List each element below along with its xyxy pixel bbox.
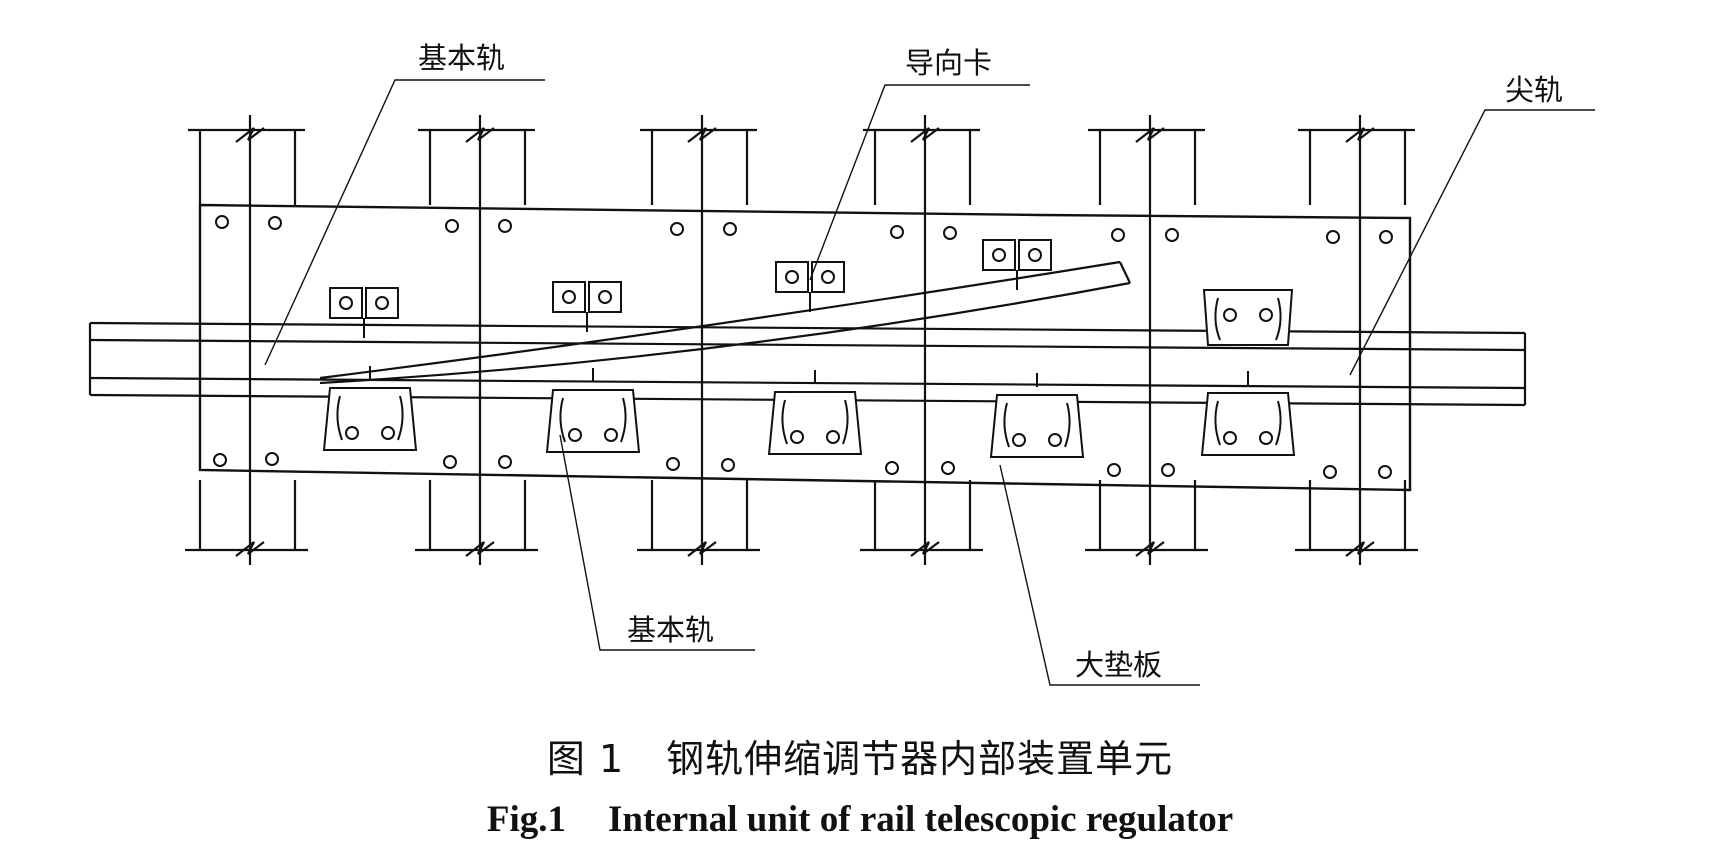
pad-bolts bbox=[213, 215, 1393, 479]
leader-lines bbox=[264, 79, 1595, 686]
bolt bbox=[1323, 465, 1337, 479]
label-base-rail-top: 基本轨 bbox=[418, 41, 505, 75]
guide-clip bbox=[775, 261, 845, 312]
label-base-rail-bottom: 基本轨 bbox=[627, 613, 714, 647]
rail-clip-block bbox=[322, 366, 418, 451]
bolt bbox=[890, 225, 904, 239]
bolt bbox=[268, 216, 282, 230]
rail-clip-block bbox=[767, 370, 863, 455]
bolt bbox=[498, 455, 512, 469]
label-large-pad: 大垫板 bbox=[1075, 648, 1162, 682]
bolt bbox=[1161, 463, 1175, 477]
bolt bbox=[1111, 228, 1125, 242]
bolt bbox=[885, 461, 899, 475]
bolt bbox=[1326, 230, 1340, 244]
caption-cn-number: 图 1 bbox=[546, 737, 625, 781]
bolt bbox=[1379, 230, 1393, 244]
bolt bbox=[723, 222, 737, 236]
bolt bbox=[943, 226, 957, 240]
bolt bbox=[721, 458, 735, 472]
sleeper bbox=[185, 115, 308, 565]
bolt bbox=[498, 219, 512, 233]
guide-clip bbox=[552, 281, 622, 332]
rail-clip-block bbox=[1200, 371, 1296, 456]
bolt bbox=[941, 461, 955, 475]
bolt bbox=[443, 455, 457, 469]
sleeper bbox=[860, 115, 983, 565]
sleepers bbox=[185, 115, 1418, 565]
bolt bbox=[215, 215, 229, 229]
bolt bbox=[265, 452, 279, 466]
label-switch-rail: 尖轨 bbox=[1505, 73, 1563, 107]
sleeper bbox=[415, 115, 538, 565]
break-mark bbox=[1345, 127, 1375, 143]
caption-cn-title: 钢轨伸缩调节器内部装置单元 bbox=[666, 737, 1174, 781]
switch-rail bbox=[319, 260, 1131, 385]
sleeper bbox=[637, 115, 760, 565]
guide-clips bbox=[329, 239, 1052, 338]
caption-cn: 图 1 钢轨伸缩调节器内部装置单元 bbox=[0, 728, 1720, 783]
bolt bbox=[670, 222, 684, 236]
bolt bbox=[666, 457, 680, 471]
bottom-clips bbox=[322, 289, 1296, 458]
break-mark bbox=[1135, 127, 1165, 143]
sleeper bbox=[1295, 115, 1418, 565]
break-mark bbox=[235, 127, 265, 143]
rail-clip-block bbox=[545, 368, 641, 453]
caption-en-title: Internal unit of rail telescopic regulat… bbox=[608, 799, 1234, 840]
bolt bbox=[445, 219, 459, 233]
sleeper bbox=[1085, 115, 1208, 565]
caption-en-number: Fig.1 bbox=[486, 799, 566, 840]
bolt bbox=[1107, 463, 1121, 477]
break-mark bbox=[910, 127, 940, 143]
bolt bbox=[213, 453, 227, 467]
large-pad-outline bbox=[198, 203, 1412, 492]
bolt bbox=[1378, 465, 1392, 479]
bolt bbox=[1165, 228, 1179, 242]
guide-clip bbox=[329, 287, 399, 338]
rail-clip-block bbox=[989, 373, 1085, 458]
rail-clip-block bbox=[1202, 289, 1294, 346]
label-guide-clip: 导向卡 bbox=[905, 46, 992, 80]
caption-en: Fig.1 Internal unit of rail telescopic re… bbox=[0, 798, 1720, 841]
break-mark bbox=[465, 127, 495, 143]
break-mark bbox=[687, 127, 717, 143]
guide-clip bbox=[982, 239, 1052, 290]
